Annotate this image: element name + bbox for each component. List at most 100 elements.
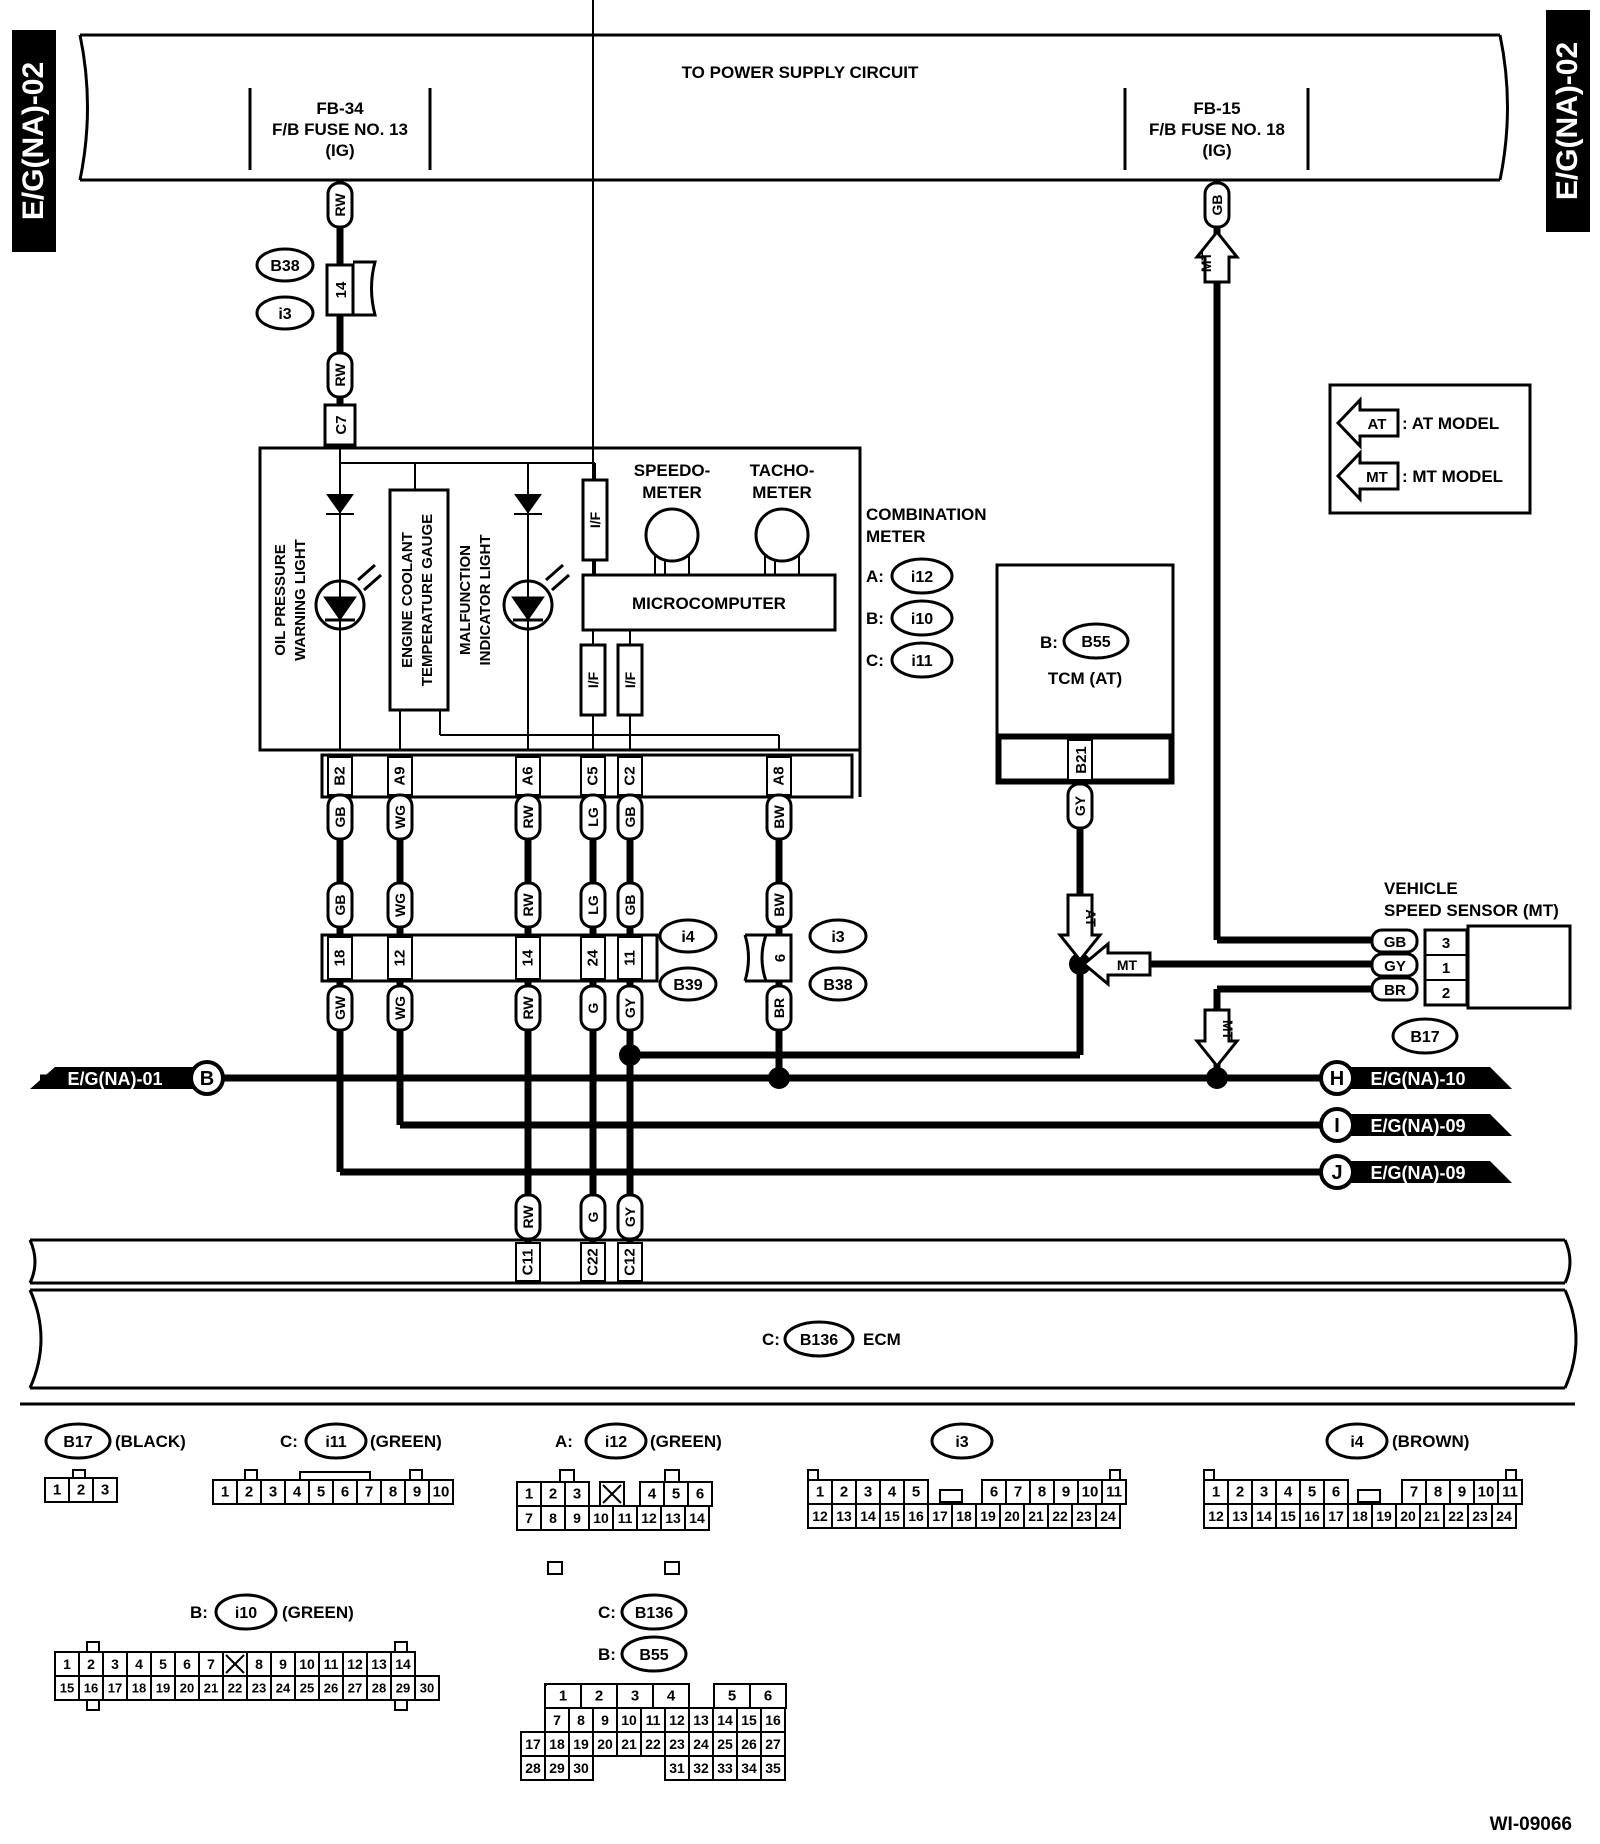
connector-pin-cell xyxy=(663,1481,689,1507)
meter-pin-box xyxy=(617,756,643,796)
connector-pin-cell xyxy=(1395,1503,1421,1529)
connector-pin-cell xyxy=(390,1675,416,1701)
connector-pin-number: 5 xyxy=(672,1486,680,1503)
joint-pin-box xyxy=(617,936,643,980)
connector-pin-number: 25 xyxy=(717,1736,733,1752)
meter-conn-b-prefix: B: xyxy=(866,609,884,628)
connector-pin-cell xyxy=(1095,1503,1121,1529)
offpage-h-letter: H xyxy=(1330,1068,1344,1090)
cv-i12-badge xyxy=(584,1422,648,1460)
connector-pin-number: 23 xyxy=(1076,1508,1092,1524)
connector-pin-number: 16 xyxy=(84,1681,98,1696)
connector-pin-number: 10 xyxy=(1082,1484,1099,1501)
connector-pin-cell xyxy=(760,1731,786,1757)
cv-b136-id: B136 xyxy=(635,1605,673,1622)
wire-color-tag xyxy=(616,984,644,1032)
connector-pin-number: 31 xyxy=(669,1760,685,1776)
connector-latch xyxy=(299,1471,371,1481)
connector-pin-number: 1 xyxy=(525,1486,533,1503)
cv-i4-color: (BROWN) xyxy=(1392,1432,1469,1451)
connector-pin-cell xyxy=(1053,1479,1079,1505)
connector-pin-number: 2 xyxy=(840,1484,848,1501)
connector-pin-number: 18 xyxy=(1352,1508,1368,1524)
joint-pin-label: 14 xyxy=(520,949,537,966)
sensor-body xyxy=(1466,924,1572,1010)
connector-pin-cell xyxy=(712,1755,738,1781)
cv-b55-id: B55 xyxy=(639,1647,668,1664)
connector-pin-number: 24 xyxy=(1496,1508,1512,1524)
connector-pin-number: 9 xyxy=(601,1712,609,1728)
footer-code: WI-09066 xyxy=(1490,1814,1572,1835)
connector-pin-cell xyxy=(544,1683,582,1709)
sensor-pin-1: 1 xyxy=(1442,960,1450,977)
wire-color-tag xyxy=(326,984,354,1032)
connector-latch xyxy=(244,1469,258,1481)
connector-pin-number: 4 xyxy=(135,1656,143,1672)
connector-pin-number: 18 xyxy=(956,1508,972,1524)
connector-pin-cell xyxy=(1047,1503,1073,1529)
connector-pin-cell xyxy=(1323,1479,1349,1505)
coolant-gauge-box xyxy=(388,488,450,712)
fuse-18-line1: FB-15 xyxy=(1193,99,1240,118)
connector-latch xyxy=(559,1469,575,1483)
sensor-title-2: SPEED SENSOR (MT) xyxy=(1384,901,1559,920)
cv-b55-badge xyxy=(620,1635,688,1673)
meter-title-1: COMBINATION xyxy=(866,505,987,524)
connector-pin-number: 6 xyxy=(183,1656,191,1672)
connector-pin-number: 25 xyxy=(300,1681,314,1696)
connector-latch xyxy=(72,1469,86,1479)
wire-color-tag xyxy=(326,181,354,229)
offpage-arrow-left xyxy=(30,1067,200,1089)
connector-pin-cell xyxy=(688,1755,714,1781)
connector-pin-number: 30 xyxy=(420,1681,434,1696)
connector-pin-cell xyxy=(951,1503,977,1529)
mt-arrow-bus-label: MT xyxy=(1220,1020,1236,1041)
connector-pin-number: 3 xyxy=(864,1484,872,1501)
connector-pin-number: 2 xyxy=(595,1688,603,1705)
connector-pin-number: 9 xyxy=(279,1656,287,1672)
empty-pin-cross xyxy=(602,1484,622,1504)
sensor-pin-block xyxy=(1423,928,1469,1007)
connector-latch xyxy=(664,1561,680,1575)
wire-color-label: GW xyxy=(332,995,348,1020)
connector-pin-cell xyxy=(660,1505,686,1531)
cv-b17-id: B17 xyxy=(63,1434,92,1451)
connector-pin-number: 14 xyxy=(1256,1508,1272,1524)
connector-pin-number: 11 xyxy=(1106,1484,1122,1501)
right-section-tab: E/G(NA)-02 xyxy=(1546,10,1590,232)
connector-pin-cell xyxy=(736,1707,762,1733)
cv-i11-prefix: C: xyxy=(280,1432,298,1451)
left-section-tab: E/G(NA)-02 xyxy=(12,30,56,252)
meter-pin-label: A6 xyxy=(520,766,537,785)
connector-pin-number: 11 xyxy=(646,1712,661,1728)
connector-pin-number: 15 xyxy=(884,1508,900,1524)
connector-pin-number: 3 xyxy=(573,1486,581,1503)
connector-pin-number: 2 xyxy=(245,1484,253,1501)
meter-pin-box xyxy=(580,756,606,796)
if-label-3: I/F xyxy=(622,671,638,688)
wire-color-label: GB xyxy=(622,895,638,916)
speedo-label-2: METER xyxy=(642,483,702,502)
connector-pin-number: 8 xyxy=(1038,1484,1046,1501)
joint-pin-box xyxy=(580,936,606,980)
connector-pin-cell xyxy=(44,1477,70,1503)
connector-pin-number: 12 xyxy=(641,1510,657,1526)
tacho-label-2: METER xyxy=(752,483,812,502)
connector-pin-cell xyxy=(1071,1503,1097,1529)
wire-color-label: G xyxy=(585,1002,601,1013)
conn-i3-badge xyxy=(255,295,315,331)
if-label-1: I/F xyxy=(587,511,603,528)
connector-pin-cell xyxy=(736,1755,762,1781)
conn-b39-label: B39 xyxy=(673,977,702,994)
mt-arrow-bus xyxy=(1193,1008,1241,1069)
at-arrow-tcm xyxy=(1056,893,1104,963)
wire-color-label: BW xyxy=(771,805,787,829)
wire-color-label: GB xyxy=(622,807,638,828)
ecm-pin-label: C12 xyxy=(622,1248,639,1276)
connector-pin-cell xyxy=(636,1505,662,1531)
wire-color-tag xyxy=(386,984,414,1032)
wire-color-tag xyxy=(579,793,607,841)
wire-color-tag xyxy=(514,793,542,841)
